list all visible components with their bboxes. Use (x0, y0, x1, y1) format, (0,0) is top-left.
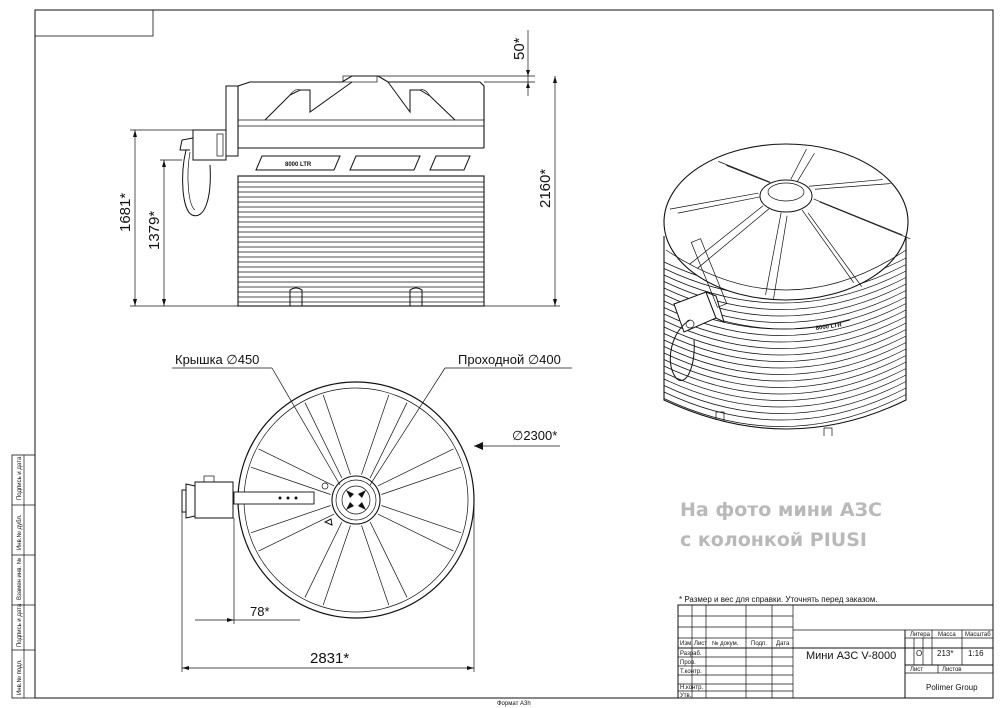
stamp-vzamen: Взамен инв. № (16, 558, 23, 600)
dim-diameter: ∅2300* (512, 428, 557, 443)
tb-scale-header: Масштаб (965, 632, 991, 638)
lid-spoke (677, 195, 765, 214)
format-label: Формат А3h (497, 701, 531, 707)
tank-rib (663, 394, 907, 427)
tank-rib (663, 368, 907, 401)
tb-col-list: Лист (694, 641, 707, 647)
lid-spoke (726, 165, 777, 186)
side-stamp: Инв.№ подл. Подпись и дата Взамен инв. №… (11, 454, 36, 699)
tank-rib (663, 316, 907, 349)
lid-spoke (361, 394, 408, 479)
lid-spoke (669, 192, 759, 210)
tb-massa: 213* (937, 649, 953, 658)
dim-1379: 1379* (146, 211, 163, 250)
photo-note-line1: На фото мини АЗС (680, 499, 882, 521)
tb-sheets: Листов (942, 667, 962, 673)
tank-rib (663, 322, 907, 356)
tank-rib (663, 361, 907, 395)
tank-label-front: 8000 LTR (285, 162, 312, 168)
tb-row-tkontr: Т.контр. (680, 669, 702, 675)
tb-company: Polimer Group (926, 683, 978, 692)
front-view: 8000 LTR (179, 75, 485, 307)
lid-spoke (790, 148, 807, 180)
tb-scale: 1:16 (968, 649, 984, 658)
isometric-view: 8000 LTR (663, 143, 911, 436)
tb-col-date: Дата (776, 641, 790, 647)
lid-spoke (697, 208, 770, 269)
stamp-inv-podl: Инв.№ подл. (16, 659, 23, 695)
lid-spoke (304, 394, 351, 479)
tb-row-utv: Утв. (680, 693, 692, 699)
corner-stamp-box (34, 9, 154, 37)
dim-1681: 1681* (117, 193, 134, 232)
lid-spoke (718, 161, 771, 183)
lid-spoke (689, 205, 764, 265)
stamp-podpis-1: Подпись и дата (17, 603, 23, 647)
lid-spoke (796, 152, 815, 183)
dim-2160: 2160* (537, 169, 554, 208)
photo-note-line2: с колонкой PIUSI (680, 529, 867, 551)
lid-spoke (250, 448, 335, 495)
lid-spoke (813, 198, 903, 236)
tank-rib (663, 335, 907, 369)
tb-col-podp: Подп. (751, 641, 767, 647)
dim-passage-label: Проходной ∅400 (458, 352, 561, 367)
top-dimensions: Крышка ∅450 Проходной ∅400 ∅2300* 78* 28… (172, 352, 572, 672)
tb-litera: O (916, 649, 922, 658)
lid-spoke (361, 521, 408, 606)
front-dimensions: 50* 2160* 1681* 1379* (117, 30, 560, 307)
tank-rib (663, 381, 907, 414)
lid-spoke (773, 215, 788, 299)
tank-rib (663, 342, 907, 375)
lid-spoke (801, 209, 854, 283)
tb-sheet: Лист (910, 667, 923, 673)
tb-massa-header: Масса (938, 632, 956, 638)
tb-col-doc: № докум. (712, 640, 739, 647)
tb-litera-header: Литера (910, 632, 931, 638)
top-view (181, 381, 475, 619)
lid-spoke (819, 201, 911, 240)
sheet-frame (34, 9, 994, 699)
lid-spoke (304, 521, 351, 606)
dim-50: 50* (511, 37, 528, 60)
lid-spoke (807, 212, 862, 287)
lid-spoke (765, 212, 782, 295)
stamp-inv-dubl: Инв.№ дубл. (16, 514, 23, 550)
dim-78: 78* (250, 604, 270, 619)
dim-2831: 2831* (310, 650, 349, 667)
tank-rib (663, 387, 907, 421)
tank-rib (663, 277, 907, 310)
tank-rib (663, 374, 907, 408)
tank-label-iso: 8000 LTR (815, 322, 842, 332)
tb-row-prov: Пров. (680, 660, 696, 666)
lid-spoke (250, 505, 335, 552)
lid-spoke (377, 505, 462, 552)
tank-rib (663, 329, 907, 362)
lid-spoke (377, 448, 462, 495)
tb-row-razrab: Разраб. (680, 651, 702, 657)
tb-col-izm: Изм. (680, 641, 693, 647)
footnote: * Размер и вес для справки. Уточнять пер… (679, 595, 878, 604)
tank-rib (663, 355, 907, 388)
dim-lid-label: Крышка ∅450 (175, 352, 259, 367)
lid-spoke (814, 183, 891, 190)
stamp-podpis-2: Подпись и дата (17, 456, 23, 500)
lid-spoke (808, 179, 883, 187)
tb-row-nkontr: Н.контр. (680, 685, 703, 691)
tank-rib (663, 348, 907, 382)
title-block: Изм. Лист № докум. Подп. Дата Разраб. Пр… (677, 604, 994, 699)
tank-rib (663, 270, 907, 304)
tb-title: Мини АЗС V-8000 (806, 650, 896, 662)
